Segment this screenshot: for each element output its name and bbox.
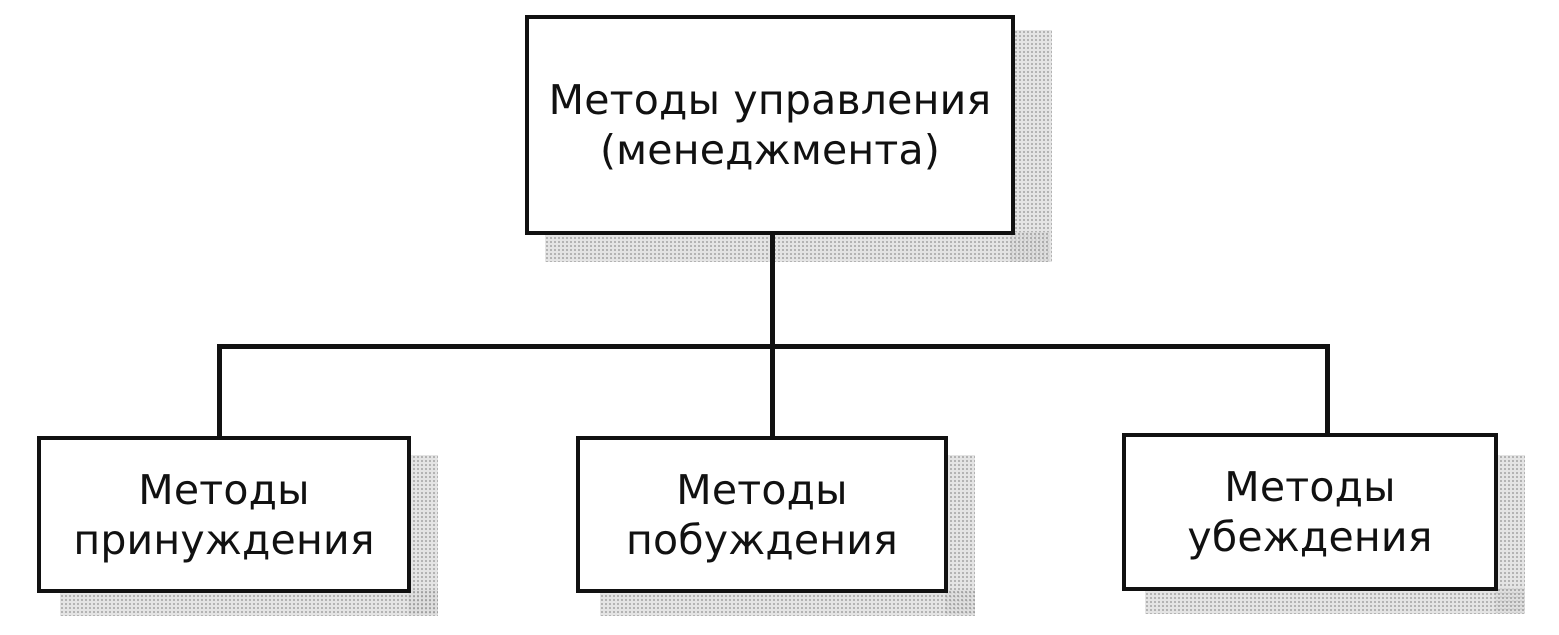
trunk-connector: [770, 232, 775, 438]
root-node-line-2: (менеджмента): [599, 126, 941, 174]
horizontal-connector: [217, 344, 1330, 349]
left-drop-connector: [217, 344, 222, 438]
child-box-1-shadow: [408, 455, 438, 615]
root-box-shadow-bottom: [545, 232, 1050, 262]
root-node: Методы управления (менеджмента): [525, 15, 1015, 235]
right-drop-connector: [1325, 344, 1330, 436]
child-node-coercion-line-2: принуждения: [73, 515, 375, 564]
child-box-3-shadow: [1495, 455, 1525, 613]
child-node-motivation-line-2: побуждения: [625, 515, 899, 564]
child-node-coercion-line-1: Методы: [138, 465, 310, 514]
child-box-1-shadow-bottom: [60, 590, 438, 616]
child-box-2-shadow-bottom: [600, 590, 975, 616]
child-node-persuasion-line-1: Методы: [1224, 463, 1396, 511]
root-node-line-1: Методы управления: [548, 76, 992, 124]
child-node-persuasion-line-2: убеждения: [1187, 513, 1433, 561]
child-node-coercion: Методы принуждения: [37, 436, 411, 593]
root-box-shadow: [1010, 30, 1052, 262]
child-node-persuasion: Методы убеждения: [1122, 433, 1498, 591]
child-node-motivation-line-1: Методы: [676, 465, 848, 514]
child-node-motivation: Методы побуждения: [576, 436, 948, 593]
child-box-2-shadow: [945, 455, 975, 615]
child-box-3-shadow-bottom: [1145, 588, 1525, 614]
